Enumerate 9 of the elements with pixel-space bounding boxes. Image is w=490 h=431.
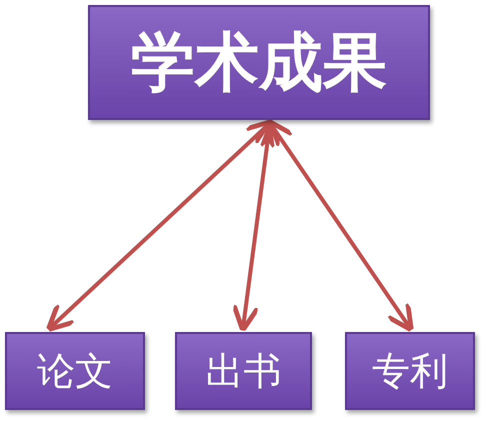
double-arrow	[266, 118, 414, 332]
node-label: 学术成果	[131, 25, 387, 102]
node-label: 出书	[206, 348, 282, 394]
category-box	[175, 332, 312, 410]
category-box	[5, 332, 145, 410]
node-label: 专利	[372, 348, 448, 394]
node-label: 论文	[37, 348, 113, 394]
category-box	[345, 332, 475, 410]
title-box	[88, 5, 430, 120]
